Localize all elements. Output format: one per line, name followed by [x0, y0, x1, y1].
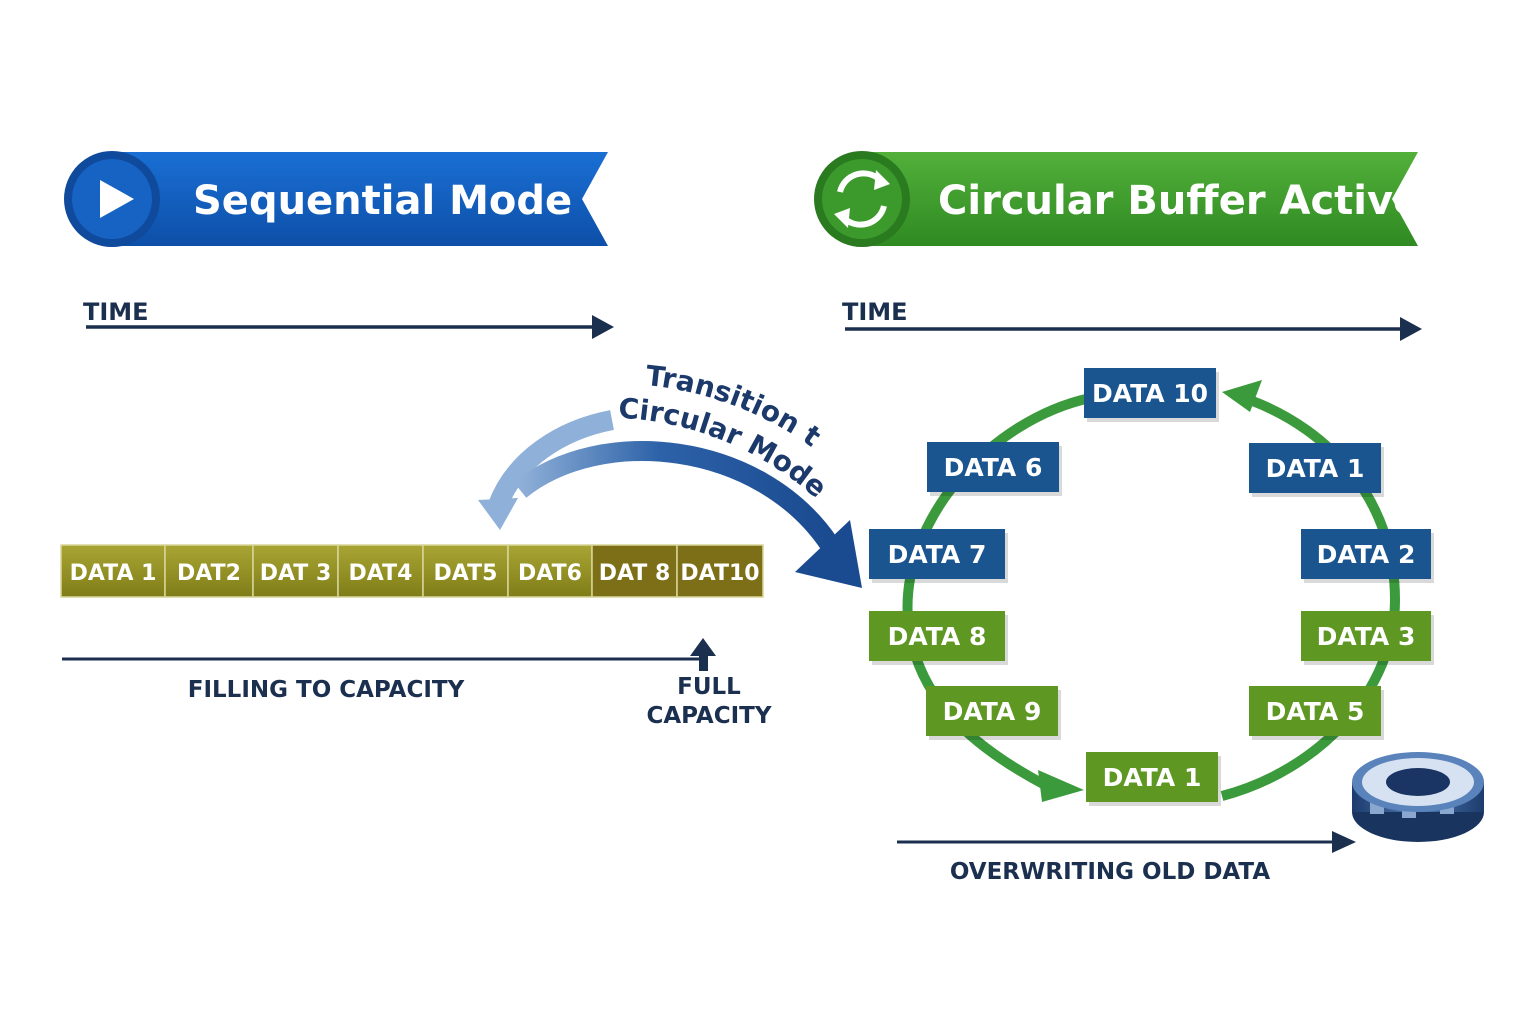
filling-caption: FILLING TO CAPACITY: [188, 677, 465, 703]
sequential-mode-title: Sequential Mode: [193, 178, 572, 224]
sequential-cell-label: DAT10: [680, 561, 759, 586]
ring-data-label: DATA 1: [1266, 454, 1365, 483]
ring-data-box: DATA 9: [926, 686, 1061, 740]
ring-data-box: DATA 10: [1084, 368, 1219, 422]
sequential-cell-label: DAT 8: [599, 561, 671, 586]
ring-data-box: DATA 6: [927, 442, 1062, 496]
transition-forward-arrowhead: [795, 520, 862, 588]
overwriting-indicator: OVERWRITING OLD DATA: [897, 831, 1356, 885]
sequential-data-row: DATA 1 DAT2 DAT 3 DAT4 DAT5 DAT6 DAT 8 DAT10: [60, 544, 764, 598]
sequential-cell-label: DAT4: [349, 561, 413, 586]
left-time-label: TIME: [83, 298, 149, 326]
ring-data-box: DATA 2: [1301, 529, 1434, 583]
ring-data-box: DATA 3: [1301, 611, 1434, 665]
right-time-axis: TIME: [842, 298, 1422, 341]
ring-data-label: DATA 5: [1266, 697, 1365, 726]
sequential-cell: DAT4: [337, 544, 424, 598]
sequential-cell: DAT5: [422, 544, 509, 598]
ring-data-label: DATA 9: [943, 697, 1042, 726]
sequential-cell-label: DAT 3: [260, 561, 332, 586]
sequential-cell-label: DATA 1: [70, 561, 157, 586]
sequential-cell-label: DAT5: [434, 561, 498, 586]
storage-disk-icon: [1352, 752, 1484, 842]
transition-arrow: Transition to Circular Mode: [0, 0, 862, 588]
filling-indicator: FILLING TO CAPACITY FULL CAPACITY: [62, 638, 772, 729]
sequential-cell-label: DAT6: [518, 561, 582, 586]
sequential-cell-label: DAT2: [177, 561, 241, 586]
sequential-cell: DAT2: [164, 544, 254, 598]
ring-data-box: DATA 5: [1249, 686, 1384, 740]
ring-data-label: DATA 6: [944, 453, 1043, 482]
sequential-cell: DAT 8: [591, 544, 678, 598]
up-arrow-icon: [690, 638, 716, 671]
sequential-cell: DAT 3: [252, 544, 339, 598]
full-capacity-line2: CAPACITY: [646, 703, 771, 729]
ring-data-label: DATA 7: [888, 540, 987, 569]
circular-buffer-title: Circular Buffer Active: [938, 178, 1420, 224]
ring-data-box: DATA 1: [1086, 752, 1221, 806]
refresh-cycle-icon: [834, 170, 890, 228]
ring-data-box: DATA 8: [869, 611, 1008, 665]
sequential-mode-banner: Sequential Mode: [64, 151, 608, 247]
circular-buffer-banner: Circular Buffer Active: [814, 151, 1420, 247]
right-time-label: TIME: [842, 298, 908, 326]
ring-data-label: DATA 3: [1317, 622, 1416, 651]
sequential-cell: DAT10: [676, 544, 764, 598]
ring-data-label: DATA 8: [888, 622, 987, 651]
ring-arrowhead-top: [1222, 380, 1262, 412]
play-icon: [100, 180, 134, 218]
full-capacity-line1: FULL: [677, 674, 741, 700]
ring-data-box: DATA 7: [869, 529, 1008, 583]
ring-data-box: DATA 1: [1249, 443, 1384, 497]
left-time-axis: TIME: [83, 298, 614, 339]
sequential-cell: DAT6: [507, 544, 593, 598]
ring-data-label: DATA 10: [1092, 379, 1208, 408]
circular-buffer-boxes: DATA 10 DATA 1 DATA 2 DATA 3 DATA 5 DATA 1 DAT…: [869, 368, 1434, 806]
transition-back-arrowhead: [478, 498, 518, 530]
sequential-cell: DATA 1: [60, 544, 166, 598]
overwriting-caption: OVERWRITING OLD DATA: [950, 859, 1270, 885]
ring-arrowhead-bottom: [1038, 770, 1084, 802]
ring-data-label: DATA 2: [1317, 540, 1416, 569]
ring-data-label: DATA 1: [1103, 763, 1202, 792]
